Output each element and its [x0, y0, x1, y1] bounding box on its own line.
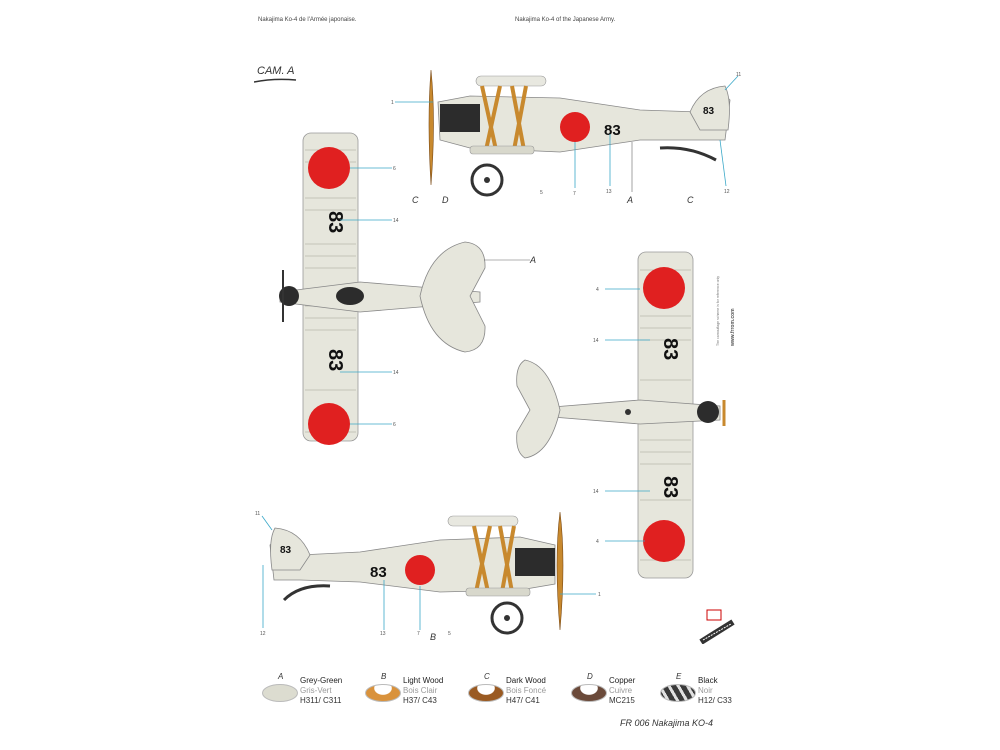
legend-item-a: A Grey-Green Gris-Vert H311/ C311 [262, 672, 362, 736]
dark-wood-swatch-icon [468, 684, 504, 702]
callout-labels: 1 6 14 14 6 7 13 11 12 5 4 14 14 4 11 12… [255, 72, 741, 642]
callout-11b: 11 [255, 511, 260, 517]
registration-number-bottom: 83 [370, 564, 387, 581]
callout-c-right: C [687, 195, 694, 205]
side-view-top: 83 83 [428, 69, 731, 197]
registration-number: 83 [604, 122, 621, 139]
callout-5: 5 [540, 190, 543, 196]
callout-6a: 6 [393, 166, 396, 172]
callout-14d: 14 [593, 489, 599, 495]
under-registration-upper: 83 [659, 338, 681, 360]
under-registration-lower: 83 [659, 476, 681, 498]
callout-1b: 1 [598, 592, 601, 598]
callout-c-left: C [412, 195, 419, 205]
hinomaru-roundel-bottom [405, 555, 435, 585]
wing-registration-upper: 83 [324, 211, 346, 233]
grey-green-swatch-icon [262, 684, 298, 702]
callout-13: 13 [606, 189, 612, 195]
hinomaru-roundel [560, 112, 590, 142]
engine-under [697, 401, 719, 423]
black-swatch-icon [660, 684, 696, 702]
cockpit [336, 287, 364, 305]
tail-skid-bottom [282, 584, 331, 602]
callout-14c: 14 [593, 338, 599, 344]
callout-5b: 5 [448, 631, 451, 637]
callout-lines [261, 75, 739, 630]
engine [440, 104, 480, 132]
wing-struts [480, 85, 528, 151]
callout-7: 7 [573, 191, 576, 197]
legend-item-d: D Copper Cuivre MC215 [571, 672, 671, 736]
callout-4a: 4 [596, 287, 599, 293]
light-wood-swatch-icon [365, 684, 401, 702]
callout-12b: 12 [260, 631, 266, 637]
callout-d: D [442, 195, 449, 205]
callout-6b: 6 [393, 422, 396, 428]
callout-7b: 7 [417, 631, 420, 637]
legend-item-b: B Light Wood Bois Clair H37/ C43 [365, 672, 465, 736]
callout-12: 12 [724, 189, 730, 195]
tail-skid [659, 146, 717, 162]
plan-view-bottom: 83 83 [516, 251, 726, 579]
tail-fin-bottom [270, 527, 311, 571]
callout-14b: 14 [393, 370, 399, 376]
copper-swatch-icon [571, 684, 607, 702]
legend-item-e: E Black Noir H12/ C33 [660, 672, 760, 736]
registration-number-tail-bottom: 83 [280, 545, 292, 556]
plan-view-top: 83 83 [279, 132, 486, 445]
lower-wing [469, 145, 535, 155]
propeller-bottom [556, 511, 564, 631]
callout-14a: 14 [393, 218, 399, 224]
callout-13b: 13 [380, 631, 386, 637]
tailplane-under [516, 359, 561, 459]
wing-hinomaru-upper [308, 147, 350, 189]
callout-b: B [430, 632, 436, 642]
under-hinomaru-lower [643, 520, 685, 562]
header-right-title: Nakajima Ko-4 of the Japanese Army. [515, 17, 616, 23]
lower-wing-bottom [465, 587, 531, 597]
camouflage-label: CAM. A [257, 65, 295, 77]
side-note-url: www.frrom.com [730, 308, 736, 346]
wing-registration-lower: 83 [324, 349, 346, 371]
upper-wing [475, 75, 547, 87]
wing-struts-bottom [472, 525, 516, 593]
callout-1: 1 [391, 100, 394, 106]
tail-fin [689, 85, 730, 131]
header-left-title: Nakajima Ko-4 de l'Armée japonaise. [258, 17, 357, 23]
propeller [428, 69, 434, 186]
engine-bottom [515, 548, 555, 576]
aircraft-profile-plate: 83 83 83 83 [255, 69, 741, 642]
callout-a-plan: A [529, 255, 536, 265]
callout-11: 11 [736, 72, 741, 78]
upper-wing-bottom [447, 515, 519, 527]
side-note-text: The camouflage scheme is for reference o… [716, 275, 720, 346]
legend-item-c: C Dark Wood Bois Foncé H47/ C41 [468, 672, 568, 736]
callout-a-top: A [626, 195, 633, 205]
under-hinomaru-upper [643, 267, 685, 309]
side-note: The camouflage scheme is for reference o… [716, 226, 744, 346]
wing-hinomaru-lower [308, 403, 350, 445]
brand-logo [699, 609, 735, 644]
side-view-bottom: 83 83 [269, 511, 564, 635]
camouflage-underline [254, 78, 297, 83]
footer-title: FR 006 Nakajima KO-4 [620, 718, 714, 728]
tailplane [419, 241, 486, 353]
registration-number-tail: 83 [703, 106, 715, 117]
callout-4b: 4 [596, 539, 599, 545]
